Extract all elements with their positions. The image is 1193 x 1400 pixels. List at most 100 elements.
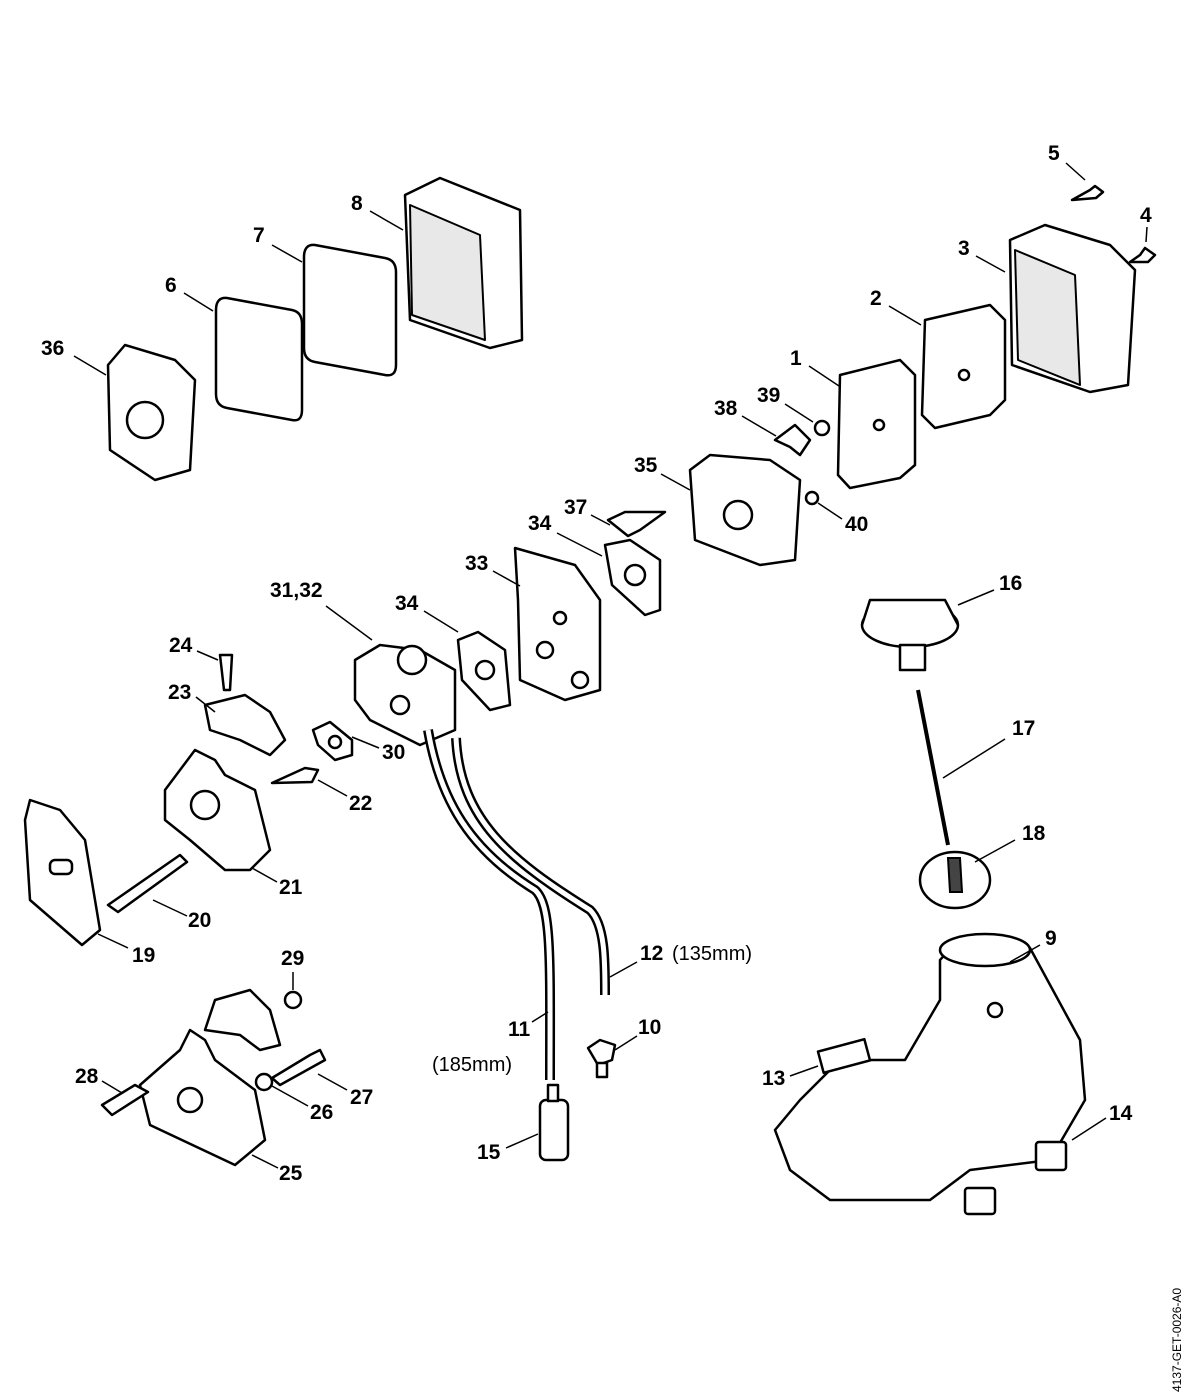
part-17-pickup-hose bbox=[916, 689, 950, 846]
leader-line bbox=[251, 867, 278, 883]
label-37: 37 bbox=[564, 496, 587, 519]
leader-line bbox=[73, 355, 107, 376]
leader-line bbox=[1009, 944, 1041, 963]
part-12-fuel-hose bbox=[451, 737, 610, 996]
part-3-air-filter-cover-right bbox=[1008, 223, 1137, 394]
part-19-gasket bbox=[23, 798, 102, 947]
leader-line bbox=[614, 1035, 638, 1051]
leader-line bbox=[196, 650, 219, 661]
label-10: 10 bbox=[638, 1016, 661, 1039]
leader-line bbox=[1145, 226, 1148, 243]
leader-lines bbox=[73, 162, 1148, 1169]
part-28-bolt bbox=[100, 1083, 150, 1117]
part-18-fuel-strainer bbox=[918, 850, 992, 910]
leader-line bbox=[317, 1073, 348, 1091]
label-11-length: (185mm) bbox=[432, 1054, 512, 1076]
leader-line bbox=[101, 1080, 123, 1094]
leader-line bbox=[369, 210, 404, 231]
label-40: 40 bbox=[845, 513, 868, 536]
leader-line bbox=[957, 589, 995, 606]
leader-line bbox=[183, 292, 214, 312]
leader-line bbox=[271, 1085, 309, 1107]
part-26-washer bbox=[254, 1072, 274, 1092]
part-15-fuel-pickup-filter bbox=[538, 1083, 570, 1162]
leader-line bbox=[784, 403, 814, 423]
label-36: 36 bbox=[41, 337, 64, 360]
part-21-intake-manifold bbox=[163, 748, 272, 872]
label-29: 29 bbox=[281, 947, 304, 970]
label-35: 35 bbox=[634, 454, 658, 477]
label-23: 23 bbox=[168, 681, 191, 704]
part-8-air-filter-cover-left bbox=[403, 176, 524, 350]
part-13-rubber-buffer bbox=[816, 1037, 872, 1075]
part-1-filter bbox=[836, 358, 917, 490]
part-34-gasket-upper bbox=[603, 538, 662, 617]
part-7-filter bbox=[302, 243, 398, 377]
label-30: 30 bbox=[382, 741, 405, 764]
part-37-lever bbox=[606, 510, 667, 538]
leader-line bbox=[556, 532, 603, 557]
part-6-filter bbox=[214, 296, 304, 422]
leader-line bbox=[251, 1154, 279, 1169]
part-2-filter bbox=[920, 303, 1007, 430]
label-2: 2 bbox=[870, 287, 882, 310]
leader-line bbox=[1065, 162, 1086, 181]
label-34-lower: 34 bbox=[395, 592, 419, 615]
label-27: 27 bbox=[350, 1086, 373, 1109]
part-29-circlip bbox=[283, 990, 303, 1010]
leader-line bbox=[741, 415, 777, 437]
label-28: 28 bbox=[75, 1065, 99, 1088]
label-19: 19 bbox=[132, 944, 155, 967]
leader-line bbox=[492, 570, 521, 587]
label-25: 25 bbox=[279, 1162, 303, 1185]
part-11-fuel-hose bbox=[423, 729, 556, 1081]
part-22-screw bbox=[270, 766, 320, 785]
leader-line bbox=[888, 305, 922, 326]
part-5-screw bbox=[1070, 184, 1105, 202]
part-38-choke-lever bbox=[773, 423, 812, 457]
label-15: 15 bbox=[477, 1141, 501, 1164]
label-1: 1 bbox=[790, 347, 802, 370]
leader-line bbox=[317, 779, 348, 797]
label-5: 5 bbox=[1048, 142, 1060, 165]
part-30-gasket bbox=[311, 720, 354, 762]
part-9-fuel-tank bbox=[773, 932, 1087, 1202]
part-36-carburetor-box bbox=[106, 343, 197, 482]
part-4-screw bbox=[1128, 246, 1157, 264]
leader-line bbox=[152, 899, 188, 917]
label-6: 6 bbox=[165, 274, 177, 297]
part-39-washer bbox=[813, 419, 831, 437]
leader-line bbox=[195, 696, 216, 713]
label-21: 21 bbox=[279, 876, 303, 899]
leader-line bbox=[325, 605, 373, 641]
label-4: 4 bbox=[1140, 204, 1152, 227]
part-35-base-plate bbox=[688, 453, 802, 567]
part-31-32-carburetor bbox=[353, 643, 457, 747]
label-16: 16 bbox=[999, 572, 1022, 595]
label-7: 7 bbox=[253, 224, 265, 247]
label-12: 12 bbox=[640, 942, 663, 965]
label-24: 24 bbox=[169, 634, 193, 657]
part-33-gasket-plate bbox=[513, 546, 602, 702]
part-24-screw bbox=[218, 653, 234, 692]
leader-line bbox=[817, 502, 843, 520]
leader-line bbox=[505, 1133, 539, 1149]
part-40-nut bbox=[804, 490, 820, 506]
leader-line bbox=[1071, 1117, 1107, 1141]
drawing-reference: 4137-GET-0026-A0 bbox=[1170, 1287, 1184, 1392]
label-11: 11 bbox=[508, 1018, 531, 1041]
part-25-intake-manifold-alt bbox=[138, 988, 282, 1167]
leader-line bbox=[808, 365, 840, 387]
label-39: 39 bbox=[757, 384, 780, 407]
leader-line bbox=[351, 736, 380, 749]
label-18: 18 bbox=[1022, 822, 1046, 845]
label-14: 14 bbox=[1109, 1102, 1133, 1125]
label-33: 33 bbox=[465, 552, 488, 575]
part-27-screw bbox=[270, 1048, 327, 1087]
label-22: 22 bbox=[349, 792, 372, 815]
callout-labels: 1234567891011(185mm)12(135mm)13141516171… bbox=[41, 142, 1152, 1185]
part-34-gasket-lower bbox=[456, 630, 512, 712]
part-14-rubber-buffer bbox=[1034, 1140, 1068, 1172]
label-9: 9 bbox=[1045, 927, 1057, 950]
